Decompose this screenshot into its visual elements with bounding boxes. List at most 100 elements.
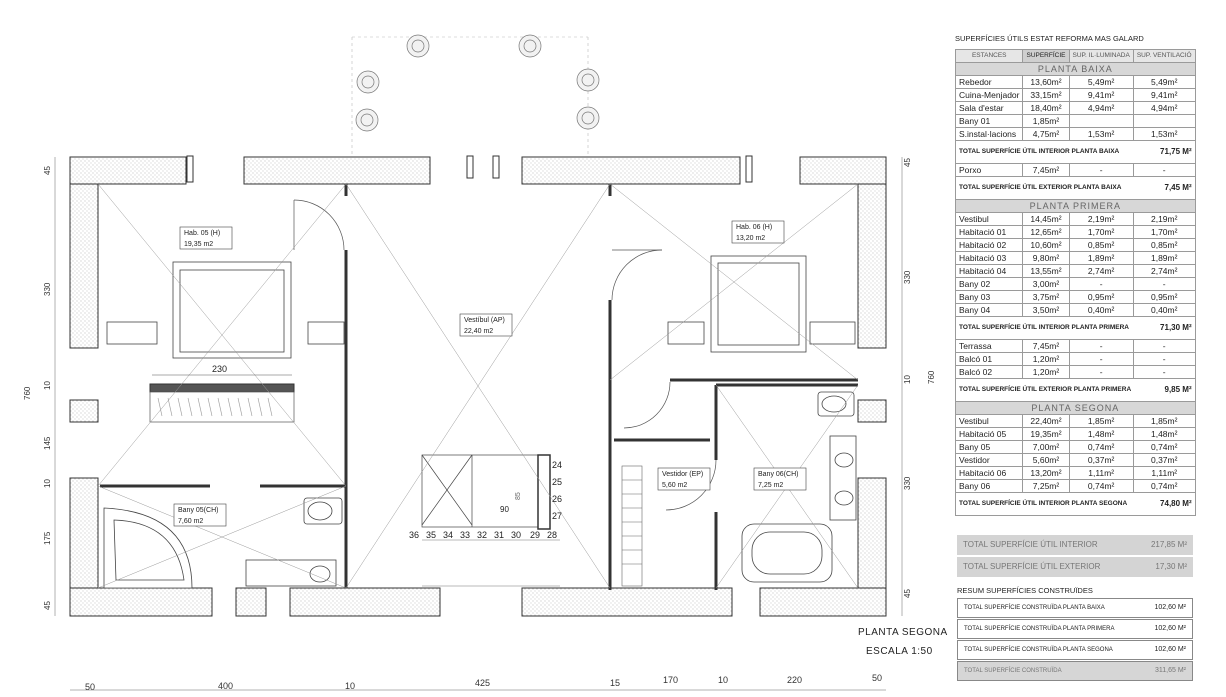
value-cell: 9,41m² — [1068, 88, 1134, 102]
value-cell: 0,95m² — [1132, 290, 1196, 304]
value-cell: 1,20m² — [1022, 365, 1070, 379]
value-cell: 2,19m² — [1132, 212, 1196, 226]
value-cell: - — [1132, 277, 1196, 291]
total-row: TOTAL SUPERFÍCIE ÚTIL EXTERIOR PLANTA BA… — [955, 176, 1196, 200]
room-area: 19,35 m2 — [184, 241, 213, 248]
value-cell: 12,65m² — [1022, 225, 1070, 239]
value-cell: 7,00m² — [1022, 440, 1070, 454]
value-cell: 0,74m² — [1132, 479, 1196, 493]
room-cell: Bany 04 — [954, 303, 1024, 317]
table-title: SUPERFÍCIES ÚTILS ESTAT REFORMA MAS GALA… — [955, 34, 1144, 43]
value-cell: 1,20m² — [1022, 352, 1070, 366]
room-cell: Habitació 05 — [954, 427, 1024, 441]
total-row: TOTAL SUPERFÍCIE ÚTIL INTERIOR PLANTA PR… — [955, 316, 1196, 340]
value-cell: 13,20m² — [1022, 466, 1070, 480]
value-cell: - — [1132, 339, 1196, 353]
svg-text:760: 760 — [927, 370, 936, 384]
room-cell: Habitació 01 — [954, 225, 1024, 239]
value-cell: 1,89m² — [1068, 251, 1134, 265]
room-cell: Cuina-Menjador — [954, 88, 1024, 102]
tree-icons — [355, 34, 600, 132]
value-cell: 0,85m² — [1132, 238, 1196, 252]
svg-text:45: 45 — [903, 589, 912, 598]
svg-text:26: 26 — [552, 494, 562, 504]
room-cell: Vestibul — [954, 212, 1024, 226]
svg-text:400: 400 — [218, 681, 233, 691]
svg-text:220: 220 — [787, 675, 802, 685]
total-row: TOTAL SUPERFÍCIE ÚTIL EXTERIOR PLANTA PR… — [955, 378, 1196, 402]
room-cell: Balcó 02 — [954, 365, 1024, 379]
room-name: Hab. 05 (H) — [184, 230, 220, 237]
value-cell: 1,48m² — [1132, 427, 1196, 441]
value-cell: 1,70m² — [1068, 225, 1134, 239]
value-cell: 0,95m² — [1068, 290, 1134, 304]
svg-text:85: 85 — [515, 492, 522, 500]
value-cell: 0,40m² — [1068, 303, 1134, 317]
stair-step-numbers: 24 25 26 27 28 29 30 31 32 33 34 35 36 — [409, 460, 562, 540]
value-cell: 7,45m² — [1022, 339, 1070, 353]
value-cell: 4,94m² — [1132, 101, 1196, 115]
room-name: Vestíbul (AP) — [464, 317, 505, 324]
value-cell: 10,60m² — [1022, 238, 1070, 252]
svg-text:28: 28 — [547, 530, 557, 540]
svg-text:50: 50 — [872, 673, 882, 683]
value-cell: - — [1068, 365, 1134, 379]
value-cell: 4,94m² — [1068, 101, 1134, 115]
value-cell: 2,74m² — [1132, 264, 1196, 278]
room-area: 7,60 m2 — [178, 518, 203, 525]
room-cell: Bany 03 — [954, 290, 1024, 304]
svg-text:760: 760 — [23, 386, 32, 400]
room-cell: Sala d'estar — [954, 101, 1024, 115]
svg-text:31: 31 — [494, 530, 504, 540]
svg-text:36: 36 — [409, 530, 419, 540]
room-cell: Terrassa — [954, 339, 1024, 353]
value-cell: - — [1132, 352, 1196, 366]
value-cell: - — [1132, 365, 1196, 379]
value-cell: - — [1068, 352, 1134, 366]
svg-text:29: 29 — [530, 530, 540, 540]
svg-text:15: 15 — [610, 678, 620, 688]
value-cell: 0,37m² — [1132, 453, 1196, 467]
room-labels: Hab. 05 (H) 19,35 m2 Hab. 06 (H) 13,20 m… — [173, 220, 807, 527]
value-cell: 9,80m² — [1022, 251, 1070, 265]
room-cell: Habitació 04 — [954, 264, 1024, 278]
room-cell: Rebedor — [954, 75, 1024, 89]
resum-row: TOTAL SUPERFÍCIE CONSTRUÏDA PLANTA PRIME… — [957, 619, 1193, 639]
svg-text:25: 25 — [552, 477, 562, 487]
value-cell — [1132, 114, 1196, 128]
room-cell: Bany 01 — [954, 114, 1024, 128]
plan-title: PLANTA SEGONA — [858, 627, 948, 638]
room-cell: Bany 06 — [954, 479, 1024, 493]
floor-plan: Hab. 05 (H) 19,35 m2 Hab. 06 (H) 13,20 m… — [23, 34, 936, 692]
value-cell: 1,53m² — [1068, 127, 1134, 141]
svg-text:10: 10 — [718, 675, 728, 685]
value-cell: 5,49m² — [1068, 75, 1134, 89]
section-header: PLANTA SEGONA — [955, 401, 1196, 415]
svg-text:50: 50 — [85, 682, 95, 692]
value-cell: 18,40m² — [1022, 101, 1070, 115]
svg-text:330: 330 — [903, 476, 912, 490]
svg-text:90: 90 — [500, 505, 509, 514]
svg-text:10: 10 — [43, 381, 52, 390]
value-cell: 13,55m² — [1022, 264, 1070, 278]
value-cell: 0,74m² — [1068, 479, 1134, 493]
room-cell: Habitació 02 — [954, 238, 1024, 252]
svg-text:10: 10 — [43, 479, 52, 488]
